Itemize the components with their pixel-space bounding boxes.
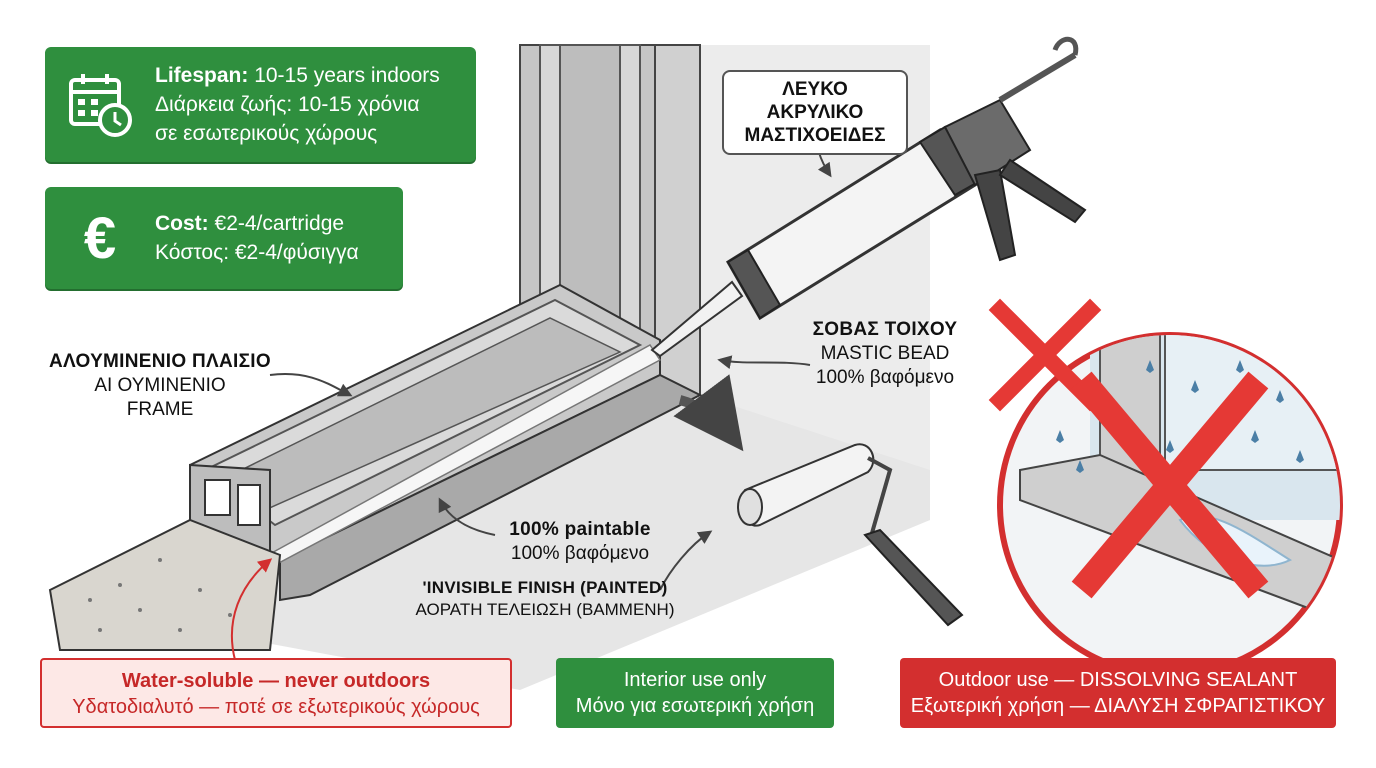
interior-only-box: Interior use only Μόνο για εσωτερική χρή… (556, 658, 834, 728)
water-soluble-line-1: Water-soluble — never outdoors (121, 670, 431, 692)
aluminium-frame-vertical (519, 44, 701, 396)
frame-label-line-1: ΑΛΟΥΜΙΝΕΝΙΟ ΠΛΑΙΣΙΟ (49, 351, 271, 372)
finish-leader (659, 530, 713, 591)
concrete-sill (48, 518, 282, 651)
water-soluble-line-2: Υδατοδιαλυτό — ποτέ σε εξωτερικούς χώρου… (72, 696, 480, 718)
water-leader (230, 558, 273, 661)
wall-label-line-1: ΣΟΒΑΣ ΤΟΙΧΟΥ (812, 319, 958, 340)
cost-gr-line: Κόστος: €2-4/φύσιγγα (155, 241, 359, 264)
cost-card: € Cost: €2-4/cartridge Κόστος: €2-4/φύσι… (45, 187, 403, 289)
aluminium-frame-sill (189, 283, 703, 602)
wall-leader (717, 355, 811, 370)
paintable-label: 100% paintable 100% βαφόμενο (490, 518, 670, 566)
water-soluble-box: Water-soluble — never outdoors Υδατοδιαλ… (40, 658, 512, 728)
lifespan-label-en: Lifespan: (155, 64, 249, 87)
cost-value-en: €2-4/cartridge (214, 212, 345, 235)
paint-roller (737, 443, 964, 627)
wall-label-line-3: 100% βαφόμενο (815, 367, 955, 388)
frame-label-line-2: ΑΙ ΟΥΜΙΝΕΝΙΟ (94, 375, 226, 396)
euro-icon: € (45, 187, 155, 289)
cost-label-en: Cost: (155, 212, 209, 235)
lifespan-card: Lifespan: 10-15 years indoors Διάρκεια ζ… (45, 47, 476, 162)
finish-label-line-1: 'INVISIBLE FINISH (PAINTED) (422, 578, 668, 597)
bead-to-roller-arrow (673, 374, 744, 452)
paintable-leader (438, 497, 496, 536)
frame-label-line-3: FRAME (126, 399, 194, 420)
lifespan-gr-line-2: σε εσωτερικούς χώρους (155, 122, 378, 145)
cost-text: Cost: €2-4/cartridge Κόστος: €2-4/φύσιγγ… (155, 209, 359, 267)
outdoor-warning-line-1: Outdoor use — DISSOLVING SEALANT (938, 669, 1298, 691)
euro-glyph: € (83, 205, 117, 271)
lifespan-gr-line-1: Διάρκεια ζωής: 10-15 χρόνια (155, 93, 420, 116)
interior-only-line-1: Interior use only (623, 669, 767, 691)
paintable-label-line-2: 100% βαφόμενο (510, 543, 650, 564)
outdoor-warning-box: Outdoor use — DISSOLVING SEALANT Εξωτερι… (900, 658, 1336, 728)
lifespan-value-en: 10-15 years indoors (254, 64, 440, 87)
paintable-label-line-1: 100% paintable (509, 519, 651, 540)
finish-label-line-2: ΑΟΡΑΤΗ ΤΕΛΕΙΩΣΗ (ΒΑΜΜΕΝΗ) (415, 600, 675, 619)
tube-label-line-1: ΛΕΥΚΟ ΑΚΡΥΛΙΚΟ (766, 79, 864, 123)
lifespan-text: Lifespan: 10-15 years indoors Διάρκεια ζ… (155, 61, 440, 148)
frame-leader (269, 373, 353, 397)
cross-small-icon (988, 298, 1102, 412)
tube-label-line-2: ΜΑΣΤΙΧΟΕΙΔΕΣ (744, 125, 886, 146)
calendar-clock-icon (45, 47, 155, 162)
interior-only-line-2: Μόνο για εσωτερική χρήση (575, 695, 815, 717)
outdoor-warning-line-2: Εξωτερική χρήση — ΔΙΑΛΥΣΗ ΣΦΡΑΓΙΣΤΙΚΟΥ (910, 695, 1326, 717)
tube-label: ΛΕΥΚΟ ΑΚΡΥΛΙΚΟ ΜΑΣΤΙΧΟΕΙΔΕΣ (722, 70, 908, 155)
outdoor-scene (988, 298, 1343, 678)
frame-label: ΑΛΟΥΜΙΝΕΝΙΟ ΠΛΑΙΣΙΟ ΑΙ ΟΥΜΙΝΕΝΙΟ FRAME (40, 350, 280, 422)
finish-label: 'INVISIBLE FINISH (PAINTED) ΑΟΡΑΤΗ ΤΕΛΕΙ… (405, 577, 685, 621)
cross-large-icon (1071, 371, 1269, 599)
wall-label: ΣΟΒΑΣ ΤΟΙΧΟΥ MASTIC BEAD 100% βαφόμενο (800, 318, 970, 390)
caulk-gun (650, 36, 1087, 358)
wall-label-line-2: MASTIC BEAD (820, 343, 950, 364)
